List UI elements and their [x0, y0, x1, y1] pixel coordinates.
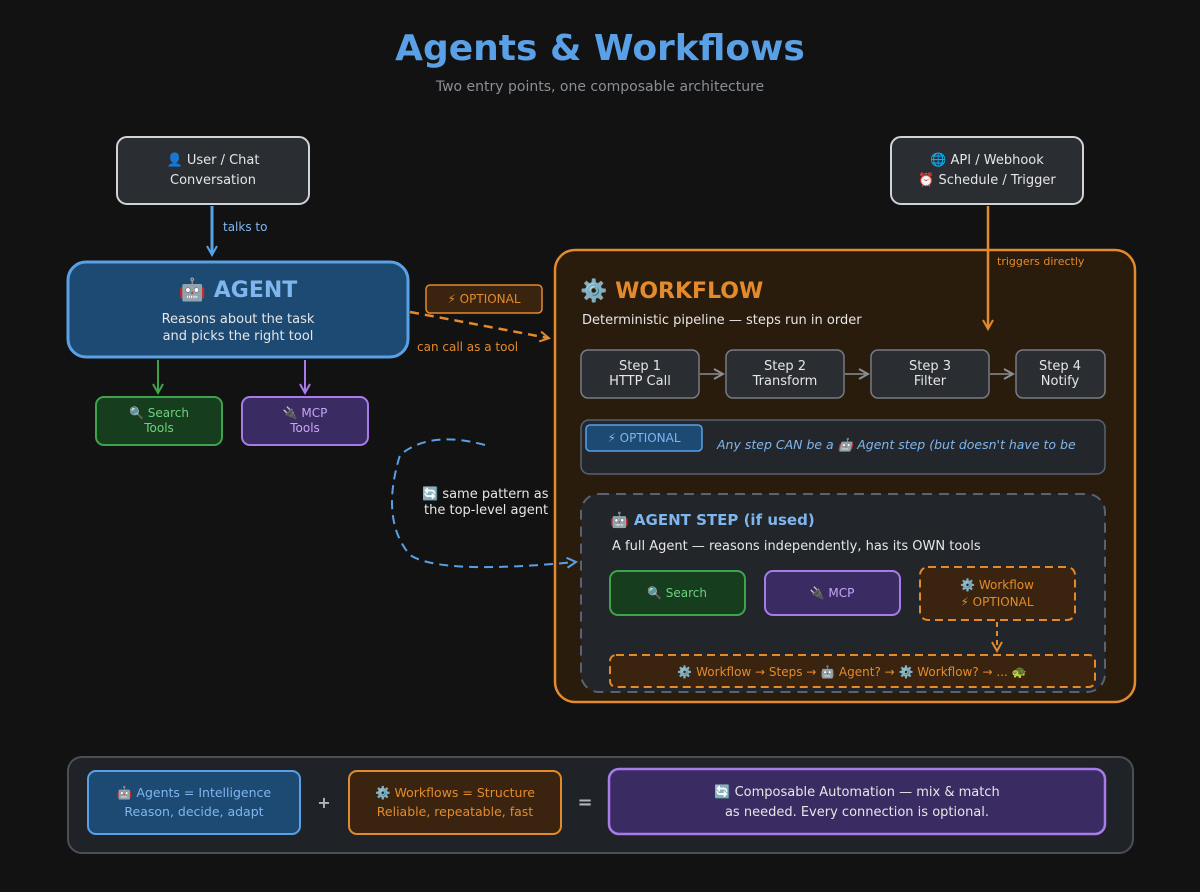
agent-step-mcp-tool[interactable]: 🔌 MCP	[764, 570, 901, 616]
summary-workflows-box[interactable]: ⚙️ Workflows = Structure Reliable, repea…	[348, 770, 562, 835]
page-subtitle: Two entry points, one composable archite…	[435, 79, 764, 95]
summary-agents-title: 🤖 Agents = Intelligence	[117, 785, 272, 800]
workflow-step-3[interactable]: Step 3 Filter	[870, 349, 990, 399]
agent-desc-line1: Reasons about the task	[162, 312, 315, 327]
mcp-tools-box[interactable]: 🔌 MCP Tools	[241, 396, 369, 446]
schedule-trigger-label: ⏰ Schedule / Trigger	[918, 171, 1056, 188]
can-call-label: can call as a tool	[417, 340, 518, 354]
summary-result-desc: as needed. Every connection is optional.	[725, 805, 989, 820]
workflow-step-4[interactable]: Step 4 Notify	[1015, 349, 1106, 399]
agent-step-search-tool[interactable]: 🔍 Search	[609, 570, 746, 616]
mcp-tools-sublabel: Tools	[289, 421, 320, 435]
optional-badge-label: ⚡ OPTIONAL	[447, 292, 520, 306]
user-chat-box[interactable]: 👤 User / Chat Conversation	[116, 136, 310, 205]
agent-box[interactable]: 🤖 AGENT Reasons about the task and picks…	[66, 260, 410, 359]
agent-step-title: 🤖 AGENT STEP (if used)	[610, 511, 815, 529]
step-2-label: Step 2	[764, 359, 806, 374]
agent-step-mcp-label: 🔌 MCP	[810, 586, 855, 600]
same-pattern-label: 🔄 same pattern as	[422, 486, 549, 502]
recursive-chain-box: ⚙️ Workflow → Steps → 🤖 Agent? → ⚙️ Work…	[609, 654, 1096, 688]
same-pattern-sublabel: the top-level agent	[424, 503, 548, 518]
summary-agents-box[interactable]: 🤖 Agents = Intelligence Reason, decide, …	[87, 770, 301, 835]
step-4-sublabel: Notify	[1041, 374, 1080, 389]
workflow-step-2[interactable]: Step 2 Transform	[725, 349, 845, 399]
search-tools-label: 🔍 Search	[129, 405, 189, 420]
search-tools-sublabel: Tools	[143, 421, 174, 435]
step-3-sublabel: Filter	[914, 374, 947, 389]
step-4-label: Step 4	[1039, 359, 1081, 374]
can-call-arrow	[409, 310, 548, 338]
summary-workflows-title: ⚙️ Workflows = Structure	[375, 785, 535, 800]
summary-result-title: 🔄 Composable Automation — mix & match	[714, 784, 999, 800]
summary-agents-desc: Reason, decide, adapt	[124, 804, 263, 819]
agent-desc-line2: and picks the right tool	[163, 329, 314, 344]
agent-step-desc: A full Agent — reasons independently, ha…	[612, 539, 981, 554]
agent-step-workflow-optional: ⚡ OPTIONAL	[960, 595, 1033, 609]
summary-plus: +	[317, 793, 330, 812]
step-2-sublabel: Transform	[752, 374, 818, 389]
agent-title: 🤖 AGENT	[179, 277, 298, 303]
optional-step-badge	[585, 424, 703, 452]
workflow-step-1[interactable]: Step 1 HTTP Call	[580, 349, 700, 399]
search-tools-box[interactable]: 🔍 Search Tools	[95, 396, 223, 446]
step-1-sublabel: HTTP Call	[609, 374, 671, 389]
workflow-desc: Deterministic pipeline — steps run in or…	[582, 313, 862, 328]
agent-step-search-label: 🔍 Search	[647, 585, 707, 600]
step-1-label: Step 1	[619, 359, 661, 374]
optional-step-badge-label: ⚡ OPTIONAL	[607, 431, 680, 445]
summary-result-box[interactable]: 🔄 Composable Automation — mix & match as…	[607, 767, 1107, 836]
triggers-directly-label: triggers directly	[997, 255, 1085, 268]
api-webhook-label: 🌐 API / Webhook	[930, 152, 1044, 168]
summary-equals: =	[577, 792, 592, 813]
recursive-chain-text: ⚙️ Workflow → Steps → 🤖 Agent? → ⚙️ Work…	[677, 665, 1026, 679]
user-chat-label: 👤 User / Chat	[167, 152, 260, 168]
workflow-title: ⚙️ WORKFLOW	[580, 278, 763, 304]
step-3-label: Step 3	[909, 359, 951, 374]
agent-step-workflow-label: ⚙️ Workflow	[960, 578, 1034, 592]
api-webhook-box[interactable]: 🌐 API / Webhook ⏰ Schedule / Trigger	[890, 136, 1084, 205]
optional-step-row: ⚡ OPTIONAL Any step CAN be a 🤖 Agent ste…	[580, 419, 1106, 475]
agent-step-workflow-tool[interactable]: ⚙️ Workflow ⚡ OPTIONAL	[919, 566, 1076, 621]
page-title: Agents & Workflows	[395, 28, 805, 69]
user-chat-sublabel: Conversation	[170, 173, 256, 188]
optional-step-text: Any step CAN be a 🤖 Agent step (but does…	[716, 437, 1076, 452]
mcp-tools-label: 🔌 MCP	[283, 406, 328, 420]
talks-to-label: talks to	[223, 220, 267, 234]
optional-badge: ⚡ OPTIONAL	[425, 284, 543, 314]
summary-workflows-desc: Reliable, repeatable, fast	[377, 804, 533, 819]
